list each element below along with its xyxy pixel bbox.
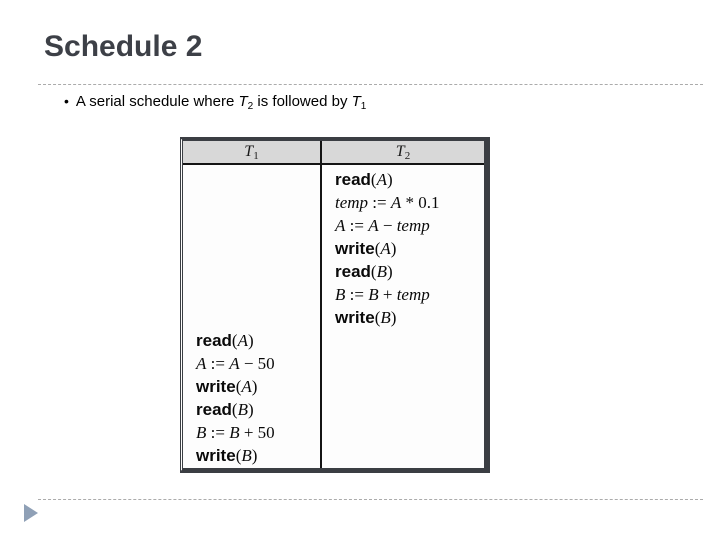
text-segment: A [241, 377, 252, 396]
text-segment: T [244, 143, 254, 160]
text-segment: A [368, 216, 379, 235]
text-segment: := [345, 216, 369, 235]
text-segment: ( [370, 262, 377, 281]
text-segment: A [376, 170, 387, 189]
text-segment: read [196, 331, 232, 350]
text-segment: ) [390, 239, 397, 258]
text-segment: ) [386, 262, 393, 281]
text-segment: − [378, 216, 397, 235]
footer-divider [38, 499, 703, 500]
column-header-t2: T2 [320, 141, 484, 163]
text-segment: ( [235, 377, 242, 396]
text-segment: ( [374, 308, 381, 327]
text-segment: read [335, 262, 371, 281]
text-segment: := [345, 285, 369, 304]
op-line: B := B + temp [335, 283, 484, 306]
subscript: 2 [247, 101, 254, 112]
bullet-item: •A serial schedule where T2 is followed … [64, 93, 367, 112]
text-segment: temp [396, 285, 430, 304]
text-segment: write [335, 239, 375, 258]
text-segment: ) [251, 446, 258, 465]
text-segment: T [395, 143, 405, 160]
op-line: read(B) [196, 398, 320, 421]
text-segment: * 0.1 [401, 193, 440, 212]
text-segment: B [237, 400, 248, 419]
text-segment: A [335, 216, 346, 235]
text-segment: := [206, 423, 230, 442]
text-segment: B [196, 423, 207, 442]
text-segment: read [335, 170, 371, 189]
subscript: 1 [360, 101, 367, 112]
text-segment: ( [235, 446, 242, 465]
text-segment: A [237, 331, 248, 350]
text-segment: := [368, 193, 391, 212]
text-segment: B [380, 308, 391, 327]
text-segment: T [238, 93, 248, 110]
text-segment: B [241, 446, 252, 465]
op-line: A := A − temp [335, 214, 484, 237]
text-segment: is followed by [253, 93, 352, 110]
text-segment: write [196, 446, 236, 465]
text-segment: A [380, 239, 391, 258]
table-header-row: T1 T2 [183, 141, 484, 165]
text-segment: B [376, 262, 387, 281]
text-segment: B [368, 285, 379, 304]
op-line: read(A) [196, 329, 320, 352]
op-line: read(A) [335, 168, 484, 191]
subscript: 1 [253, 150, 259, 162]
text-segment: A [196, 354, 207, 373]
op-line: write(A) [335, 237, 484, 260]
nav-arrow-icon[interactable] [24, 504, 38, 522]
text-segment: ) [386, 170, 393, 189]
text-segment: B [335, 285, 346, 304]
op-line: write(B) [335, 306, 484, 329]
op-line: B := B + 50 [196, 421, 320, 444]
text-segment: + 50 [239, 423, 275, 442]
text-segment: write [335, 308, 375, 327]
text-segment: ( [231, 331, 238, 350]
text-segment: ( [374, 239, 381, 258]
text-segment: ) [390, 308, 397, 327]
text-segment: ) [247, 400, 254, 419]
page-title: Schedule 2 [44, 30, 203, 63]
text-segment: T [351, 93, 361, 110]
op-line: temp := A * 0.1 [335, 191, 484, 214]
text-segment: temp [335, 193, 369, 212]
text-segment: ( [370, 170, 377, 189]
op-line: write(A) [196, 375, 320, 398]
text-segment: read [196, 400, 232, 419]
text-segment: A [390, 193, 402, 212]
text-segment: ( [231, 400, 238, 419]
text-segment: + [378, 285, 397, 304]
text-segment: := [206, 354, 230, 373]
text-segment: ) [251, 377, 258, 396]
text-segment: A serial schedule where [75, 93, 239, 110]
op-line: read(B) [335, 260, 484, 283]
op-line: A := A − 50 [196, 352, 320, 375]
text-segment: B [229, 423, 240, 442]
text-segment: A [229, 354, 240, 373]
bullet-text: A serial schedule where T2 is followed b… [75, 93, 367, 112]
text-segment: − 50 [239, 354, 275, 373]
column-header-t1: T1 [183, 141, 320, 163]
op-line: write(B) [196, 444, 320, 467]
title-divider [38, 84, 703, 85]
text-segment: ) [247, 331, 254, 350]
bullet-marker: • [64, 93, 69, 109]
text-segment: temp [396, 216, 430, 235]
subscript: 2 [404, 150, 411, 162]
text-segment: write [196, 377, 236, 396]
